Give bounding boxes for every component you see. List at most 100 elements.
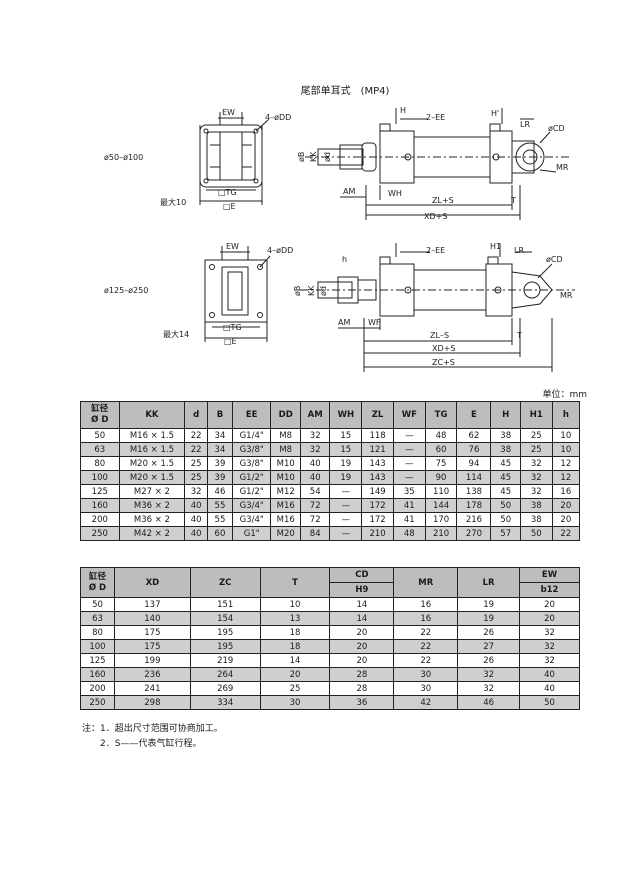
table-cell: 298	[113, 695, 191, 710]
table-cell: —	[329, 498, 363, 513]
table-cell: M16	[270, 512, 301, 527]
bottom-front-view	[204, 246, 271, 342]
t2-h-ew-tol: b12	[519, 582, 580, 598]
table-cell: 48	[392, 526, 426, 541]
table-cell: 16	[393, 597, 459, 612]
table-cell: 10	[551, 442, 581, 457]
table-cell: —	[392, 470, 426, 485]
table-cell: 32	[184, 484, 208, 499]
table-cell: 32	[519, 484, 553, 499]
table-cell: 14	[259, 653, 331, 668]
top-cd: øCD	[548, 124, 565, 133]
table-cell: M20 × 1.5	[118, 470, 186, 485]
table-cell: 40	[519, 667, 580, 682]
table-cell: 80	[80, 625, 115, 640]
table-cell: 20	[329, 639, 395, 654]
table-cell: M20 × 1.5	[118, 456, 186, 471]
top-tg: □TG	[218, 188, 237, 197]
table-cell: 25	[184, 470, 208, 485]
table-cell: 22	[184, 442, 208, 457]
table-cell: M16 × 1.5	[118, 442, 186, 457]
table-cell: 12	[551, 470, 581, 485]
table-cell: 20	[519, 597, 580, 612]
table-cell: 40	[299, 470, 331, 485]
table-cell: 18	[259, 639, 331, 654]
table-cell: G3/4"	[231, 512, 272, 527]
table-cell: 20	[329, 625, 395, 640]
table-cell: 16	[393, 611, 459, 626]
table2-subheader-row: H9 b12	[81, 582, 580, 598]
table-cell: 151	[189, 597, 261, 612]
table-cell: 195	[189, 625, 261, 640]
bottom-ee: 2–EE	[426, 246, 445, 255]
top-h: H	[400, 106, 406, 115]
table-cell: M20	[270, 526, 301, 541]
table-cell: 63	[80, 611, 115, 626]
table-cell: 144	[424, 498, 458, 513]
table-cell: M42 × 2	[118, 526, 186, 541]
technical-drawing: ø50–ø100 最大10 EW 4–øDD □TG □E H 2–EE H' …	[104, 106, 575, 372]
bottom-h: h	[342, 255, 347, 264]
top-dd: 4–øDD	[265, 113, 291, 122]
top-front-view	[199, 112, 269, 205]
table-cell: 50	[519, 526, 553, 541]
t1-header-cell: AM	[299, 401, 331, 429]
t1-header-cell: KK	[118, 401, 186, 429]
t2-h-bore: 缸径 Ø D	[80, 567, 115, 598]
table-cell: 32	[519, 639, 580, 654]
table-cell: 138	[456, 484, 492, 499]
table-cell: 100	[80, 470, 120, 485]
table-cell: 40	[184, 498, 208, 513]
top-xd: XD+S	[424, 212, 447, 221]
table-cell: 160	[80, 667, 115, 682]
table-cell: 32	[519, 653, 580, 668]
table-cell: —	[329, 526, 363, 541]
table-cell: 250	[80, 695, 115, 710]
table-cell: —	[329, 484, 363, 499]
table-cell: 50	[490, 512, 521, 527]
table-cell: —	[329, 512, 363, 527]
bottom-mr: MR	[560, 291, 573, 300]
table-cell: 35	[392, 484, 426, 499]
t1-header-cell: E	[456, 401, 492, 429]
table-cell: 48	[424, 428, 458, 443]
table-cell: —	[392, 456, 426, 471]
table-cell: 19	[457, 611, 521, 626]
table-cell: 76	[456, 442, 492, 457]
table-cell: 42	[393, 695, 459, 710]
t2-h-mr: MR	[393, 567, 459, 598]
table-cell: G3/8"	[231, 442, 272, 457]
table-cell: 39	[206, 470, 233, 485]
table-cell: 110	[424, 484, 458, 499]
top-ew: EW	[222, 108, 235, 117]
t1-header-cell: h	[551, 401, 581, 429]
bottom-max: 最大14	[163, 329, 189, 339]
table-cell: 19	[457, 597, 521, 612]
table-cell: 13	[259, 611, 331, 626]
table-cell: 16	[551, 484, 581, 499]
bottom-lr: LR	[514, 246, 524, 255]
table-cell: —	[392, 428, 426, 443]
table-cell: G1/4"	[231, 428, 272, 443]
table-cell: 25	[184, 456, 208, 471]
table-cell: 32	[457, 667, 521, 682]
table-cell: 60	[424, 442, 458, 457]
table-cell: 160	[80, 498, 120, 513]
bottom-kk: KK	[307, 285, 316, 296]
table-cell: 22	[393, 653, 459, 668]
table-cell: G1/2"	[231, 484, 272, 499]
table-cell: 18	[259, 625, 331, 640]
table-cell: 80	[80, 456, 120, 471]
top-ee: 2–EE	[426, 113, 445, 122]
table-cell: 26	[457, 653, 521, 668]
table-cell: 20	[551, 512, 581, 527]
t1-header-cell: TG	[424, 401, 458, 429]
table-cell: 38	[490, 428, 521, 443]
